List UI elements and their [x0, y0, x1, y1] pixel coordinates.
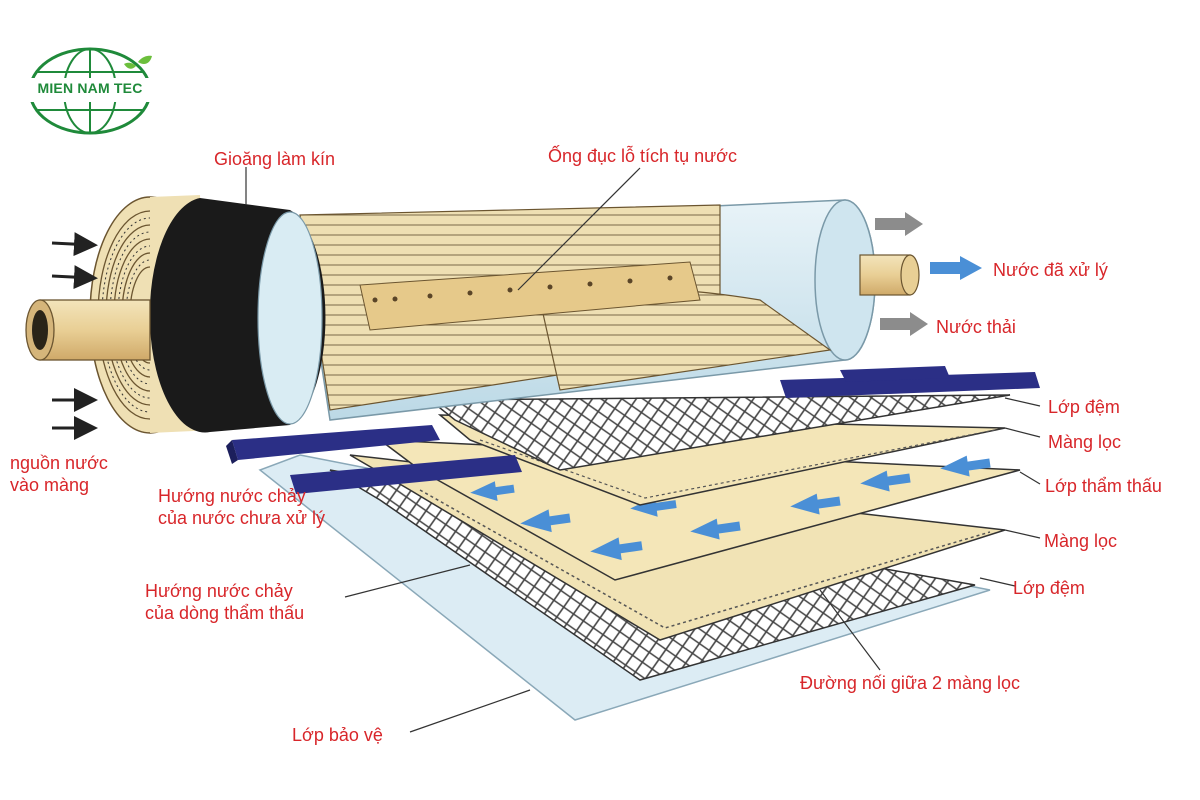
label-feed-spacer-bottom: Lớp đệm: [1013, 578, 1085, 598]
inlet-center-pipe: [25, 299, 151, 361]
label-permeate-layer: Lớp thẩm thấu: [1045, 476, 1162, 496]
label-untreated-flow: Hướng nước chảy của nước chưa xử lý: [158, 486, 326, 528]
leader-lines: [245, 167, 1041, 733]
feed-arrows: [51, 232, 98, 440]
label-feed-source: nguồn nước vào màng: [10, 453, 108, 495]
wound-membrane-layers: [299, 204, 832, 411]
permeate-layer-sheet: [377, 439, 1021, 581]
label-permeate-flow: Hướng nước chảy của dòng thẩm thấu: [145, 581, 305, 623]
label-membrane-seam: Đường nối giữa 2 màng lọc: [800, 673, 1021, 693]
label-perforated-tube: Ống đục lỗ tích tụ nước: [548, 146, 737, 166]
treated-water-arrow: [930, 256, 982, 280]
waste-arrow-top: [875, 212, 923, 236]
label-membrane-top: Màng lọc: [1048, 432, 1122, 452]
label-treated-water: Nước đã xử lý: [993, 260, 1108, 280]
permeate-flow-arrows: [470, 455, 991, 561]
label-waste-water: Nước thải: [936, 317, 1016, 337]
gasket-seal: [149, 198, 326, 433]
label-membrane-bottom: Màng lọc: [1044, 531, 1118, 551]
outlet-pipe: [859, 254, 920, 296]
waste-water-arrow: [880, 312, 928, 336]
globe-logo-icon: [28, 47, 152, 135]
label-feed-spacer-top: Lớp đệm: [1048, 397, 1120, 417]
perforation-holes: [372, 275, 673, 303]
feed-pipes: [226, 366, 1040, 494]
label-protective-layer: Lớp bảo vệ: [292, 725, 383, 745]
label-gasket: Gioăng làm kín: [214, 149, 336, 169]
company-logo: MIEN NAM TEC: [26, 46, 154, 136]
logo-text: MIEN NAM TEC: [37, 80, 143, 96]
